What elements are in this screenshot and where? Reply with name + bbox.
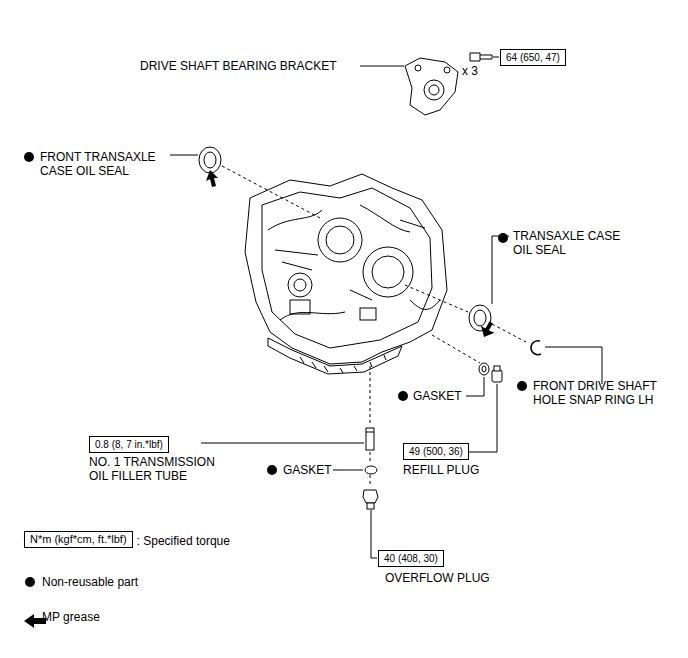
part-label: GASKET — [413, 389, 462, 403]
grease-arrow — [24, 170, 498, 628]
torque-value: 40 (408, 30) — [384, 553, 438, 564]
legend-text: MP grease — [42, 610, 100, 624]
part-label: FRONT DRIVE SHAFT HOLE SNAP RING LH — [533, 379, 668, 407]
legend-text: : Specified torque — [137, 534, 230, 548]
torque-value: 64 (650, 47) — [506, 52, 560, 63]
part-label: TRANSAXLE CASE OIL SEAL — [513, 229, 623, 257]
part-label: x 3 — [462, 64, 478, 78]
torque-box: 49 (500, 36) — [403, 443, 469, 460]
torque-value: 0.8 (8, 7 in.*lbf) — [95, 439, 163, 450]
torque-box: 0.8 (8, 7 in.*lbf) — [89, 436, 169, 453]
torque-box: 40 (408, 30) — [378, 550, 444, 567]
part-label: OVERFLOW PLUG — [385, 571, 490, 585]
legend-text: Non-reusable part — [42, 575, 138, 589]
bolt-part — [470, 53, 492, 61]
non-reusable-mark — [24, 152, 527, 587]
torque-box: N*m (kgf*cm, ft.*lbf) — [24, 531, 133, 548]
transaxle-case — [245, 174, 447, 364]
part-label: DRIVE SHAFT BEARING BRACKET — [140, 59, 336, 73]
part-label: REFILL PLUG — [403, 463, 479, 477]
torque-box: 64 (650, 47) — [500, 49, 566, 66]
part-label: NO. 1 TRANSMISSION OIL FILLER TUBE — [89, 455, 229, 483]
torque-value: 49 (500, 36) — [409, 446, 463, 457]
part-label: FRONT TRANSAXLE CASE OIL SEAL — [40, 150, 160, 178]
part-label: GASKET — [283, 463, 332, 477]
torque-value: N*m (kgf*cm, ft.*lbf) — [30, 533, 127, 545]
bracket-part — [405, 58, 458, 115]
